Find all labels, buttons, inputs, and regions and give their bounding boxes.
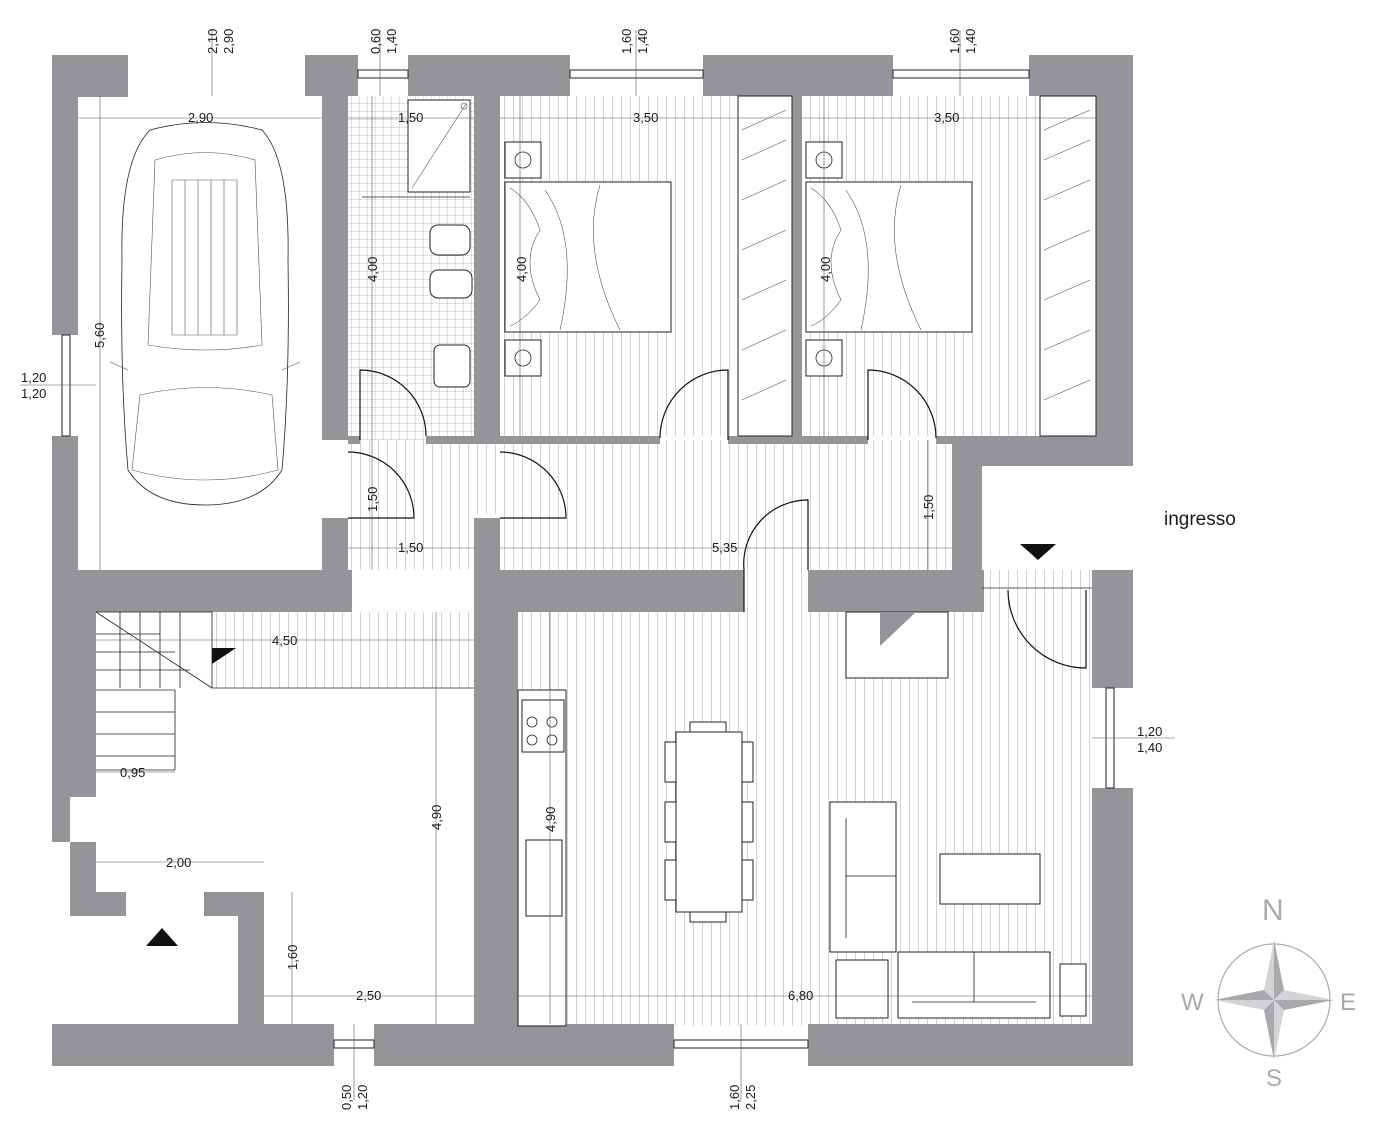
dim-top-bed1-2: 1,40 [635,29,650,54]
stairs [95,611,474,771]
dim-bedroom1-depth: 4,00 [514,257,529,282]
window-garage [61,334,71,437]
sink [433,344,471,388]
compass-rose: N S W E [1181,894,1356,1092]
dim-hall-left-width: 1,50 [398,540,423,555]
door-bedroom1 [659,369,729,440]
compass-south: S [1266,1065,1282,1092]
dim-garage-width: 2,90 [188,110,213,125]
compass-west: W [1181,989,1204,1016]
dim-bedroom1-width: 3,50 [633,110,658,125]
dim-hall-width: 5,35 [712,540,737,555]
dim-bottom-stair-1: 0,50 [339,1085,354,1110]
dim-stair-width: 4,50 [272,633,297,648]
landing-floor [212,612,474,688]
dimension-lines [20,30,1175,1100]
door-hall [499,451,567,519]
dim-bath-depth: 4,00 [365,257,380,282]
dim-bedroom2-depth: 4,00 [818,257,833,282]
window-bedroom2 [892,69,1030,79]
side-table [1059,963,1087,1017]
door-bath [359,369,427,440]
door-entry [1007,589,1087,669]
wardrobe-2 [1039,95,1097,437]
window-bedroom1 [569,69,704,79]
stove [521,699,565,753]
bidet [429,224,471,256]
doors [347,369,1092,669]
hall-left-floor [348,440,474,570]
bed-1 [504,181,672,333]
dim-hall-left-depth: 1,50 [365,487,380,512]
sofa-left [829,801,897,953]
kitchen-living-furniture [517,611,1087,1027]
dim-bedroom2-width: 3,50 [934,110,959,125]
hall-lower-floor [500,514,952,570]
door-garage [347,451,415,519]
dim-bottom-stair-2: 1,20 [355,1085,370,1110]
dim-top-bed1-1: 1,60 [619,29,634,54]
dim-lower-left-width: 2,00 [166,855,191,870]
dim-right-window-1: 1,20 [1137,724,1162,739]
stair-entrance-arrow [146,928,178,946]
dim-right-window-2: 1,40 [1137,740,1162,755]
dim-garage-depth: 5,60 [92,323,107,348]
entrance-label: ingresso [1164,509,1236,530]
dim-top-bed2-1: 1,60 [947,29,962,54]
bathroom-fixtures [362,99,473,388]
dining-table [664,721,754,923]
door-bedroom2 [867,369,937,440]
dim-stair-step: 0,95 [120,765,145,780]
dim-bottom-living-1: 1,60 [727,1085,742,1110]
window-bath [357,69,409,79]
dim-left-window-2: 1,20 [21,386,46,401]
compass-east: E [1340,989,1356,1016]
fireplace [845,611,949,679]
dim-top-bath-2: 1,40 [384,29,399,54]
dim-top-garage-2: 2,90 [221,29,236,54]
dim-bath-width: 1,50 [398,110,423,125]
entry-floor [982,570,1092,670]
bedroom2-furniture [805,95,1097,437]
dim-top-bed2-2: 1,40 [963,29,978,54]
bedroom1-furniture [504,95,793,437]
coffee-table [939,853,1041,905]
dim-top-garage-1: 2,10 [205,29,220,54]
dim-hall-right-depth: 1,50 [921,495,936,520]
dim-living-width: 6,80 [788,988,813,1003]
dim-top-bath-1: 0,60 [368,29,383,54]
toilet [429,269,473,299]
walls [52,55,1133,1066]
sofa-bottom [897,951,1051,1019]
dim-left-window-1: 1,20 [21,370,46,385]
dim-lower-depth: 1,60 [285,945,300,970]
dimension-labels: 2,90 1,50 3,50 3,50 5,60 4,00 4,00 4,00 … [21,29,1162,1110]
bed-2 [805,181,973,333]
wardrobe-1 [737,95,793,437]
dim-kitchen-depth: 4,90 [543,807,558,832]
entrance-arrow [1020,544,1056,560]
car [109,122,301,506]
dim-bottom-living-2: 2,25 [743,1085,758,1110]
compass-north: N [1262,894,1284,927]
armchair [835,959,889,1019]
dim-stair-depth: 4,90 [429,805,444,830]
door-living [743,499,809,612]
hall-floor [474,440,952,514]
kitchen-sink [525,839,563,917]
dim-lower-width: 2,50 [356,988,381,1003]
